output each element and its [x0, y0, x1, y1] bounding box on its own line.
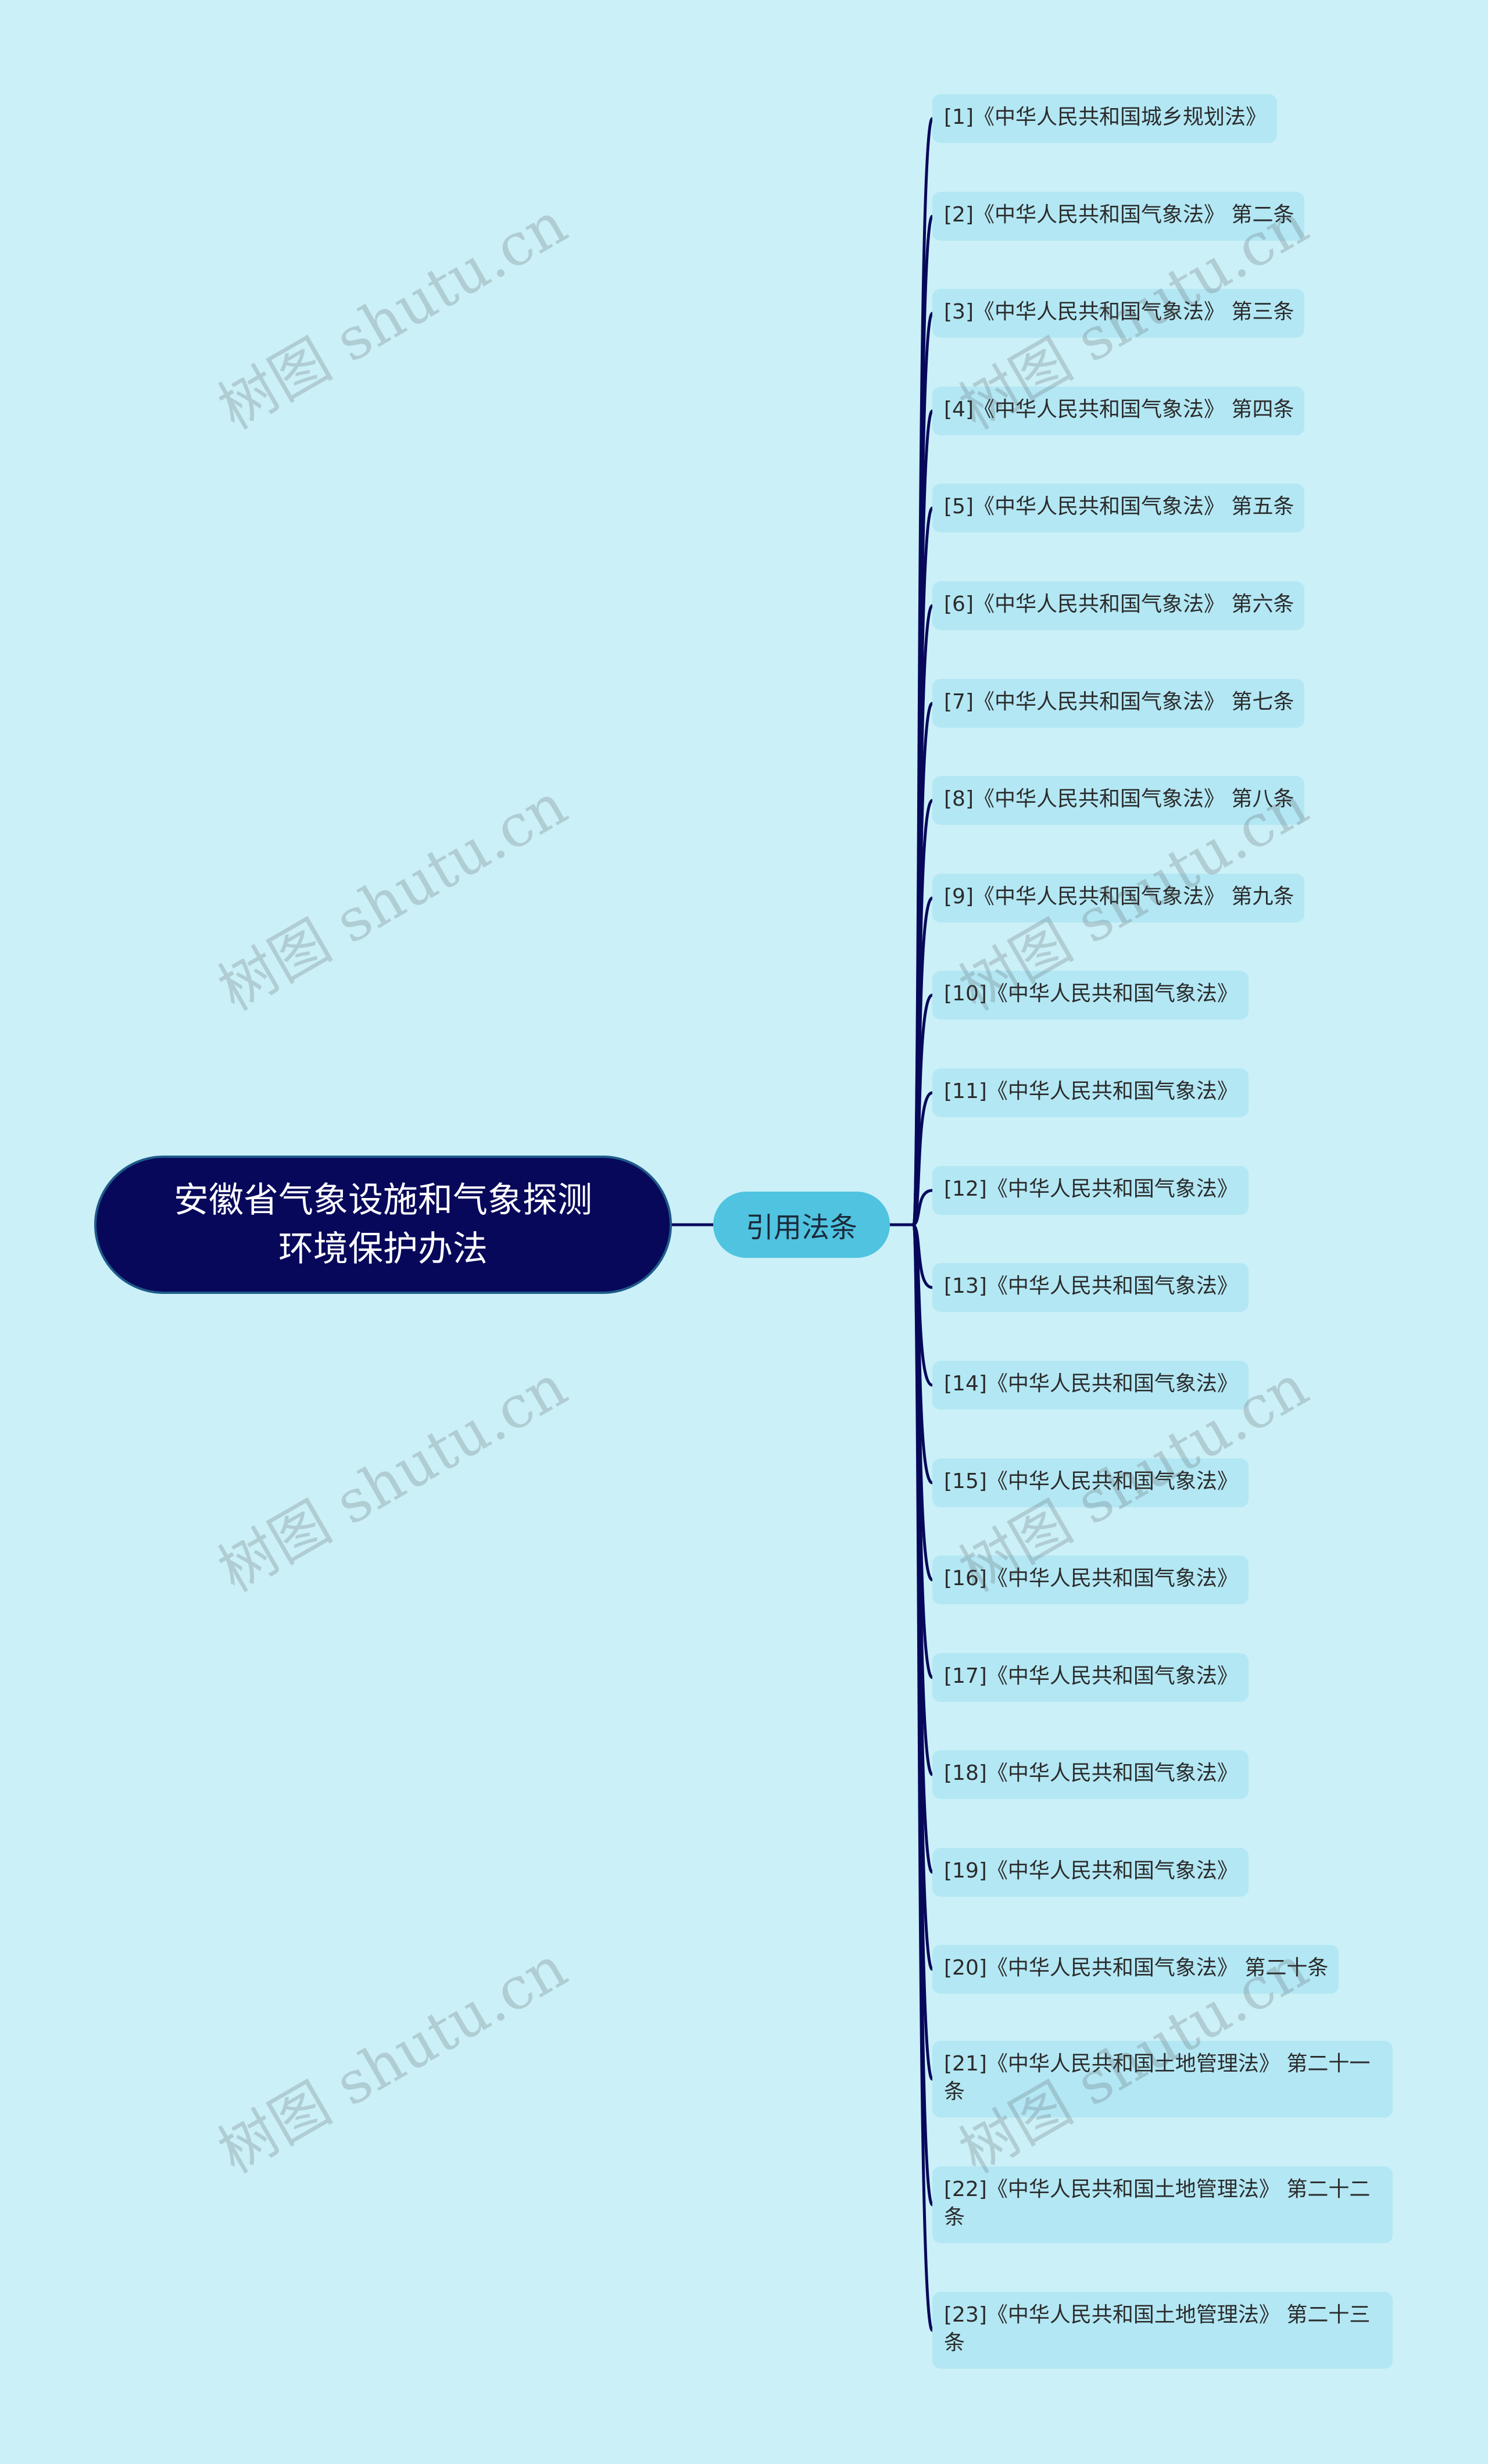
leaf-topic[interactable]: [7]《中华人民共和国气象法》 第七条 [932, 679, 1305, 728]
leaf-connector [890, 604, 934, 1226]
leaf-connector [890, 1223, 934, 2332]
leaf-topic[interactable]: [8]《中华人民共和国气象法》 第八条 [932, 776, 1305, 825]
leaf-connector [890, 1091, 933, 1226]
watermark-text: 树图 shutu.cn [207, 770, 578, 1024]
leaf-connector [890, 799, 934, 1226]
leaf-connector [890, 1223, 934, 1582]
watermark-text: 树图 shutu.cn [207, 189, 578, 443]
leaf-topic[interactable]: [20]《中华人民共和国气象法》 第二十条 [932, 1945, 1339, 1994]
leaf-connector [890, 1223, 934, 1971]
leaf-connector [890, 1223, 934, 1679]
watermark-text: 树图 shutu.cn [207, 1933, 578, 2187]
leaf-connector [890, 1223, 933, 1289]
leaf-connector [890, 1189, 933, 1226]
leaf-connector [890, 409, 934, 1226]
leaf-connector [890, 1223, 934, 2206]
leaf-topic[interactable]: [2]《中华人民共和国气象法》 第二条 [932, 192, 1305, 241]
leaf-connector [890, 1223, 933, 1485]
leaf-topic[interactable]: [15]《中华人民共和国气象法》 [932, 1458, 1249, 1507]
root-topic[interactable]: 安徽省气象设施和气象探测环境保护办法 [94, 1156, 672, 1294]
leaf-topic[interactable]: [4]《中华人民共和国气象法》 第四条 [932, 387, 1305, 435]
leaf-connector [890, 1223, 933, 1387]
leaf-topic[interactable]: [17]《中华人民共和国气象法》 [932, 1653, 1249, 1702]
leaf-topic[interactable]: [21]《中华人民共和国土地管理法》 第二十一条 [932, 2041, 1393, 2118]
leaf-connector [890, 1223, 934, 1776]
leaf-connector [890, 312, 934, 1226]
leaf-connector [890, 506, 934, 1226]
leaf-topic[interactable]: [19]《中华人民共和国气象法》 [932, 1848, 1249, 1897]
leaf-topic[interactable]: [3]《中华人民共和国气象法》 第三条 [932, 289, 1305, 338]
leaf-connector [890, 702, 934, 1226]
leaf-topic[interactable]: [11]《中华人民共和国气象法》 [932, 1068, 1249, 1117]
watermark-text: 树图 shutu.cn [207, 1351, 578, 1605]
leaf-connector [890, 993, 933, 1226]
leaf-topic[interactable]: [14]《中华人民共和国气象法》 [932, 1361, 1249, 1410]
leaf-topic[interactable]: [6]《中华人民共和国气象法》 第六条 [932, 581, 1305, 630]
leaf-topic[interactable]: [22]《中华人民共和国土地管理法》 第二十二条 [932, 2166, 1393, 2243]
leaf-topic[interactable]: [12]《中华人民共和国气象法》 [932, 1166, 1249, 1215]
leaf-topic[interactable]: [5]《中华人民共和国气象法》 第五条 [932, 484, 1305, 532]
leaf-connector [890, 1223, 934, 2081]
root-topic-label: 安徽省气象设施和气象探测环境保护办法 [174, 1180, 592, 1269]
leaf-connector [890, 117, 934, 1226]
leaf-topic[interactable]: [1]《中华人民共和国城乡规划法》 [932, 94, 1277, 143]
leaf-connector [890, 214, 934, 1226]
leaf-connector [890, 1223, 934, 1874]
branch-topic-label: 引用法条 [745, 1211, 857, 1244]
leaf-topic[interactable]: [9]《中华人民共和国气象法》 第九条 [932, 874, 1305, 922]
leaf-topic[interactable]: [10]《中华人民共和国气象法》 [932, 971, 1249, 1020]
leaf-topic[interactable]: [13]《中华人民共和国气象法》 [932, 1263, 1249, 1312]
leaf-topic[interactable]: [18]《中华人民共和国气象法》 [932, 1750, 1249, 1799]
leaf-topic[interactable]: [16]《中华人民共和国气象法》 [932, 1555, 1249, 1604]
leaf-topic[interactable]: [23]《中华人民共和国土地管理法》 第二十三条 [932, 2292, 1393, 2369]
branch-topic[interactable]: 引用法条 [713, 1192, 890, 1258]
leaf-connector [890, 896, 934, 1226]
